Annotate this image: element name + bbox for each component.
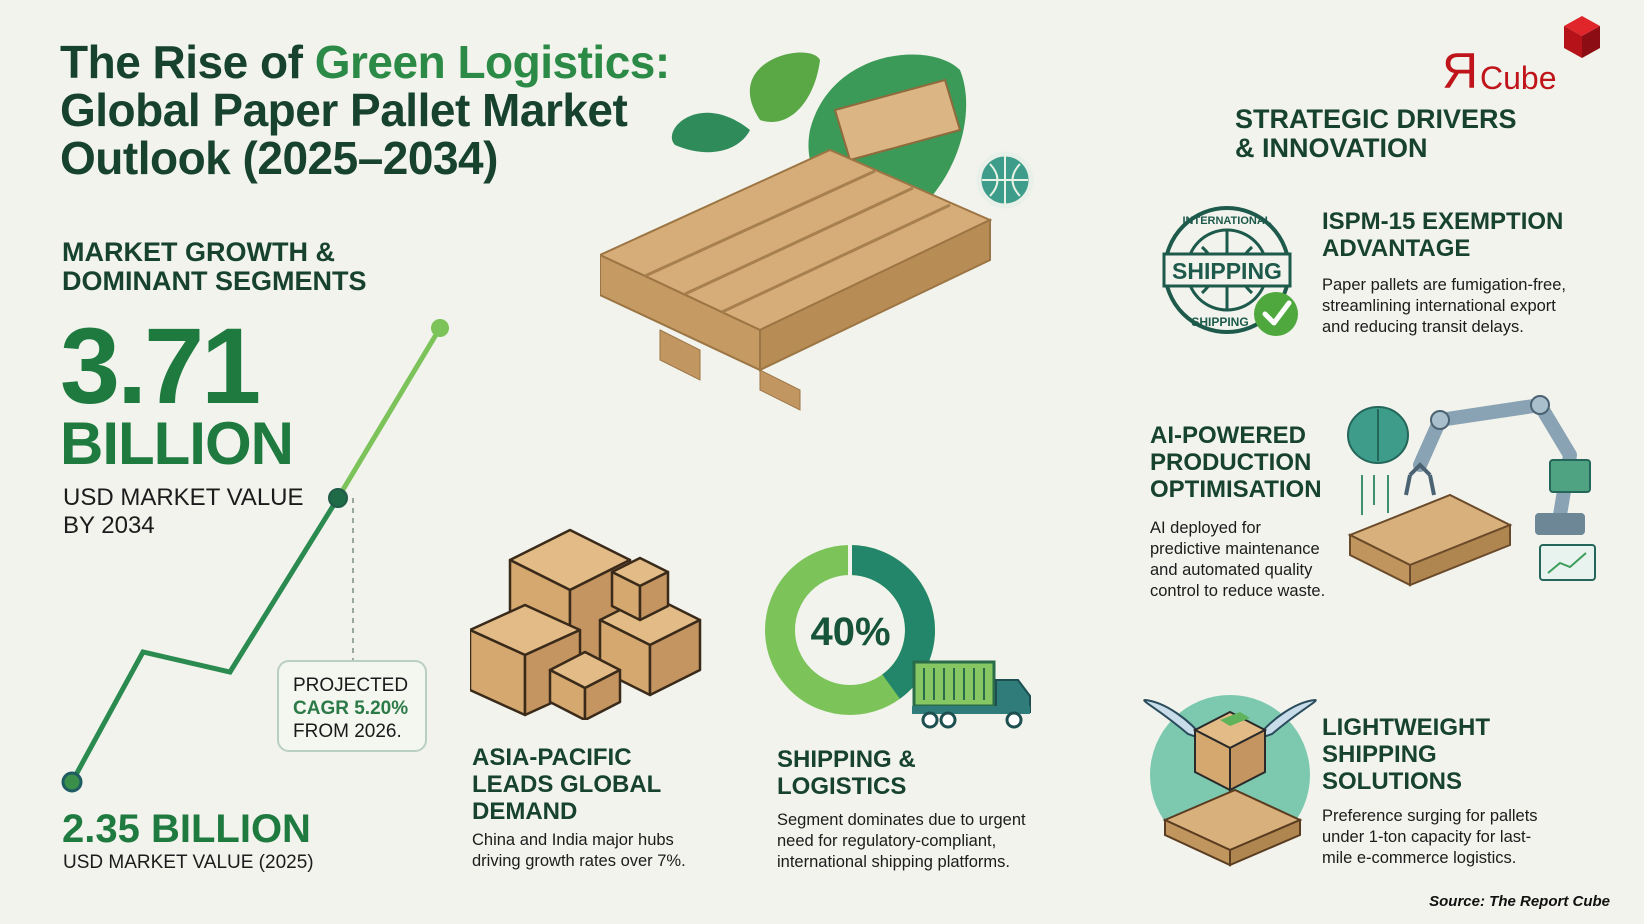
heading-line: LOGISTICS	[777, 773, 907, 800]
check-badge-icon	[1254, 292, 1298, 336]
international-shipping-stamp-icon: SHIPPING INTERNATIONAL SHIPPING	[1162, 206, 1298, 336]
heading-line: ASIA-PACIFIC	[472, 744, 632, 771]
title-line2: Global Paper Pallet Market	[60, 84, 628, 136]
title-part1: The Rise of	[60, 36, 315, 88]
heading-line: ISPM-15 EXEMPTION	[1322, 208, 1564, 235]
text-line: predictive maintenance	[1150, 540, 1320, 558]
text-line: China and India major hubs	[472, 831, 674, 849]
ispm-heading: ISPM-15 EXEMPTION ADVANTAGE	[1322, 208, 1563, 262]
text-line: streamlining international export	[1322, 297, 1556, 315]
heading-line: DOMINANT SEGMENTS	[62, 266, 367, 296]
cagr-value: CAGR 5.20%	[293, 698, 409, 719]
paper-pallet-illustration	[600, 52, 1034, 411]
monitor-icon	[1549, 459, 1591, 493]
donut-percent: 40%	[810, 610, 891, 654]
heading-line: DEMAND	[472, 798, 578, 825]
text-line: mile e-commerce logistics.	[1322, 849, 1517, 867]
market-growth-heading: MARKET GROWTH & DOMINANT SEGMENTS	[62, 238, 367, 296]
winged-box-icon	[1143, 695, 1317, 867]
heading-line: SHIPPING	[1322, 741, 1437, 768]
cagr-line: FROM 2026.	[293, 721, 402, 742]
heading-line: PRODUCTION	[1150, 449, 1312, 476]
ai-heading: AI-POWERED PRODUCTION OPTIMISATION	[1150, 422, 1322, 503]
title-line3: Outlook (2025–2034)	[60, 132, 498, 184]
start-point-marker	[61, 771, 83, 793]
text-line: Preference surging for pallets	[1322, 807, 1538, 825]
shipping-heading: SHIPPING & LOGISTICS	[777, 746, 916, 800]
text-line: need for regulatory-compliant,	[777, 832, 997, 850]
svg-text:INTERNATIONAL: INTERNATIONAL	[1182, 215, 1271, 227]
text-line: and automated quality	[1150, 561, 1313, 579]
label-line: USD MARKET VALUE	[63, 484, 304, 511]
svg-text:SHIPPING: SHIPPING	[1191, 315, 1248, 329]
lightweight-heading: LIGHTWEIGHT SHIPPING SOLUTIONS	[1322, 714, 1490, 795]
heading-line: & INNOVATION	[1235, 133, 1428, 163]
shipping-share-donut	[765, 545, 935, 715]
cagr-line: PROJECTED	[293, 675, 409, 696]
leaf-icon	[749, 52, 820, 122]
text-line: and reducing transit delays.	[1322, 318, 1524, 336]
text-line: AI deployed for	[1150, 519, 1261, 537]
asia-pacific-heading: ASIA-PACIFIC LEADS GLOBAL DEMAND	[472, 744, 661, 825]
small-pallet-icon	[833, 78, 962, 162]
text-line: Segment dominates due to urgent	[777, 811, 1026, 829]
laptop-chart-icon	[1539, 544, 1596, 581]
svg-text:SHIPPING: SHIPPING	[1172, 258, 1282, 284]
heading-line: ADVANTAGE	[1322, 235, 1471, 262]
text-line: control to reduce waste.	[1150, 582, 1326, 600]
wing-icon	[1143, 698, 1208, 743]
text-line: under 1-ton capacity for last-	[1322, 828, 1532, 846]
text-line: driving growth rates over 7%.	[472, 852, 686, 870]
title-accent: Green Logistics:	[314, 36, 670, 88]
text-line: international shipping platforms.	[777, 853, 1010, 871]
value-2025: 2.35 BILLION	[62, 807, 311, 851]
asia-pacific-text: China and India major hubs driving growt…	[472, 830, 686, 872]
source-credit: Source: The Report Cube	[1429, 893, 1610, 910]
heading-line: AI-POWERED	[1150, 422, 1306, 449]
heading-line: MARKET GROWTH &	[62, 237, 335, 267]
page-title: The Rise of Green Logistics: Global Pape…	[60, 38, 760, 182]
value-2025-label: USD MARKET VALUE (2025)	[63, 852, 314, 873]
heading-line: OPTIMISATION	[1150, 476, 1322, 503]
robot-arm-ai-icon	[1347, 395, 1596, 587]
label-line: BY 2034	[63, 512, 155, 539]
value-2034-unit: BILLION	[60, 410, 294, 477]
heading-line: SOLUTIONS	[1322, 768, 1463, 795]
cardboard-boxes-illustration	[470, 528, 702, 720]
cube-icon	[1564, 16, 1600, 58]
cagr-callout: PROJECTED CAGR 5.20% FROM 2026.	[277, 660, 427, 752]
mid-point-marker	[328, 488, 348, 508]
heading-line: STRATEGIC DRIVERS	[1235, 104, 1517, 134]
heading-line: SHIPPING &	[777, 746, 916, 773]
ispm-text: Paper pallets are fumigation-free, strea…	[1322, 275, 1566, 338]
ai-text: AI deployed for predictive maintenance a…	[1150, 518, 1325, 602]
heading-line: LIGHTWEIGHT	[1322, 714, 1490, 741]
growth-line-chart	[61, 319, 449, 793]
report-cube-logo: Я Cube	[1414, 14, 1604, 99]
shipping-text: Segment dominates due to urgent need for…	[777, 810, 1026, 873]
drivers-heading: STRATEGIC DRIVERS & INNOVATION	[1235, 105, 1517, 163]
container-truck-icon	[912, 660, 1031, 729]
heading-line: LEADS GLOBAL	[472, 771, 662, 798]
lightweight-text: Preference surging for pallets under 1-t…	[1322, 806, 1538, 869]
value-2034-label: USD MARKET VALUE BY 2034	[63, 484, 304, 540]
text-line: Paper pallets are fumigation-free,	[1322, 276, 1566, 294]
end-point-marker	[431, 319, 449, 337]
value-2034: 3.71	[60, 305, 261, 426]
logo-mark: Я	[1442, 43, 1479, 99]
logo-text: Cube	[1480, 60, 1557, 96]
